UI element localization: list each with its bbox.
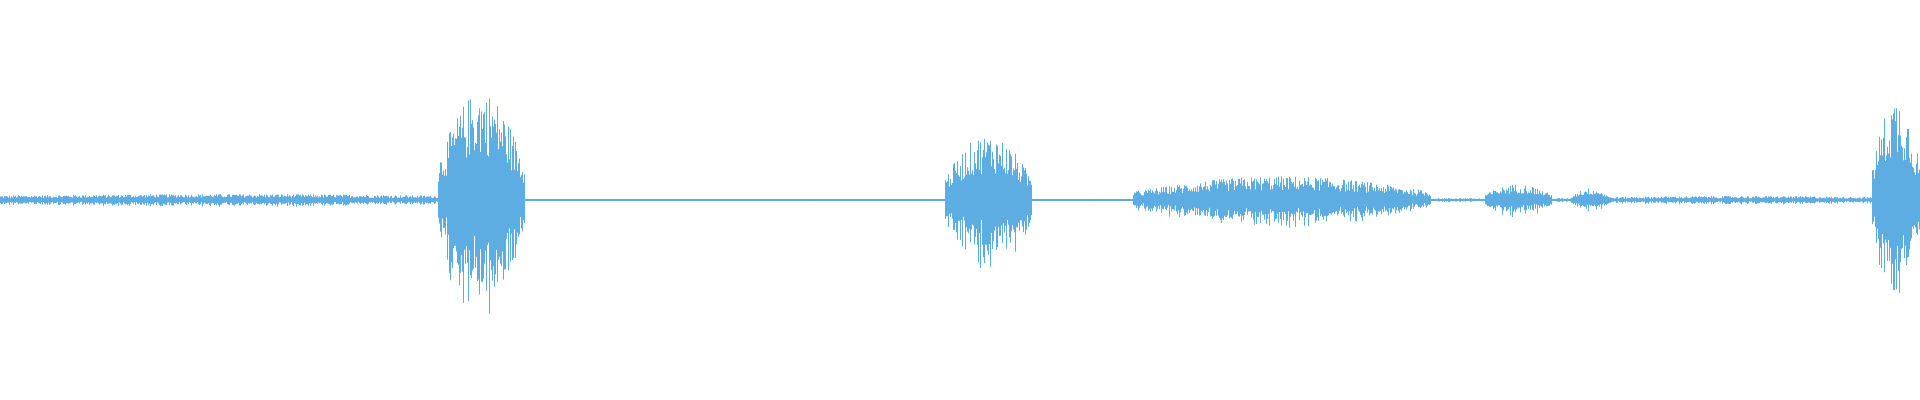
waveform-bars [0,98,1920,314]
waveform-path [0,98,1920,314]
